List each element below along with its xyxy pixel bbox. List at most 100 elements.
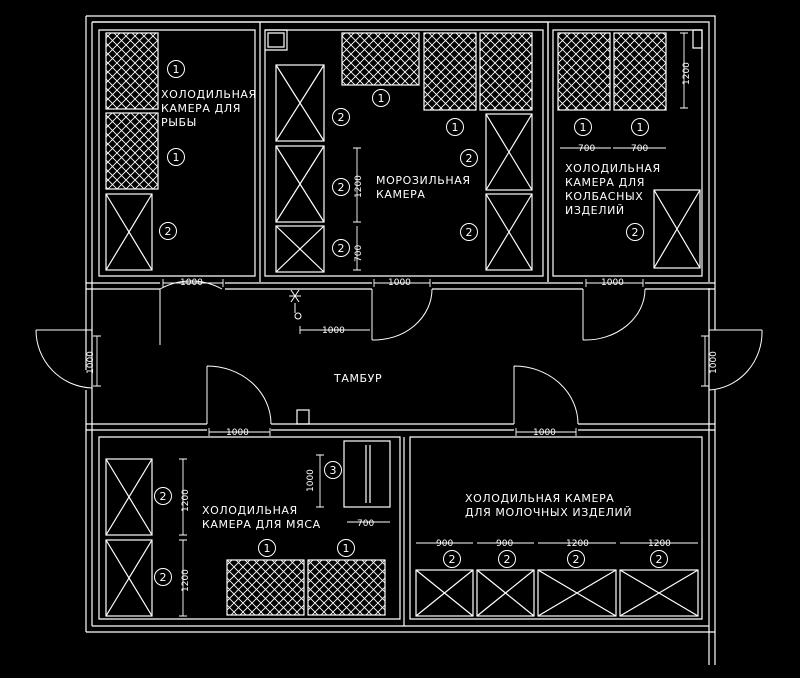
dim-dairy-1200b: 1200 xyxy=(648,539,671,549)
shelf-meat-2 xyxy=(307,559,386,616)
dim-dairy-900a: 900 xyxy=(436,539,453,549)
corner-columns xyxy=(265,29,703,51)
shelf-freezer-top-1 xyxy=(341,32,420,86)
mark-dairy-2c: 2 xyxy=(573,553,580,566)
mark-freezer-2b: 2 xyxy=(338,181,345,194)
dimension-lines xyxy=(93,32,709,617)
freezer-room-label-2: КАМЕРА xyxy=(376,188,426,201)
meat-room-label-2: КАМЕРА ДЛЯ МЯСА xyxy=(202,518,321,531)
shelf-sausage-2 xyxy=(613,32,667,111)
vestibule-right-wall xyxy=(708,323,716,430)
dairy-room-label-1: ХОЛОДИЛЬНАЯ КАМЕРА xyxy=(465,492,614,505)
mark-fish-1a: 1 xyxy=(173,63,180,76)
dim-entrance-left: 1000 xyxy=(86,351,96,374)
dim-dairy-1200a: 1200 xyxy=(566,539,589,549)
doors xyxy=(35,280,763,425)
dim-freezer-700: 700 xyxy=(354,245,364,262)
door-freezer xyxy=(371,288,433,341)
dim-dairy-900b: 900 xyxy=(496,539,513,549)
door-meat xyxy=(206,365,272,425)
dim-meat-1000: 1000 xyxy=(306,469,316,492)
shelf-freezer-top-3 xyxy=(479,32,533,111)
vestibule-walls xyxy=(86,282,715,290)
sausage-room-label-4: ИЗДЕЛИЙ xyxy=(565,204,625,217)
sausage-room-label-3: КОЛБАСНЫХ xyxy=(565,190,643,203)
cabinets-freezer-left xyxy=(275,64,325,273)
cabinets-meat xyxy=(105,458,153,617)
shelf-freezer-top-2 xyxy=(423,32,477,111)
mark-sausage-1a: 1 xyxy=(580,121,587,134)
vestibule-left-wall xyxy=(85,324,93,430)
room-labels: ХОЛОДИЛЬНАЯ КАМЕРА ДЛЯ РЫБЫ МОРОЗИЛЬНАЯ … xyxy=(161,88,661,531)
dim-vestibule-offset: 1000 xyxy=(322,326,345,336)
mark-dairy-2d: 2 xyxy=(656,553,663,566)
dim-meat-1200b: 1200 xyxy=(181,569,191,592)
outer-wall-right-top xyxy=(708,36,716,323)
mark-freezer-2e: 2 xyxy=(466,226,473,239)
mark-meat-1b: 1 xyxy=(343,542,350,555)
shelf-meat-1 xyxy=(226,559,305,616)
mark-freezer-2d: 2 xyxy=(466,152,473,165)
dim-sausage-700a: 700 xyxy=(578,144,595,154)
dim-entrance-right: 1000 xyxy=(709,351,719,374)
mark-fish-1b: 1 xyxy=(173,151,180,164)
cabinets-freezer-right xyxy=(485,113,533,271)
dim-door-sausage: 1000 xyxy=(601,278,624,288)
vestibule-bottom-wall xyxy=(86,423,715,431)
fish-room-label-2: КАМЕРА ДЛЯ xyxy=(161,102,241,115)
shelf-fish-2 xyxy=(105,112,159,190)
sausage-room-label-2: КАМЕРА ДЛЯ xyxy=(565,176,645,189)
mark-fish-2: 2 xyxy=(165,225,172,238)
door-sausage xyxy=(582,288,646,341)
shelf-sausage-1 xyxy=(557,32,611,111)
dim-meat-700: 700 xyxy=(357,519,374,529)
cabinet-sausage xyxy=(653,189,701,269)
dimension-labels: 1000 1000 1000 1000 1000 1000 1000 1000 … xyxy=(86,62,719,592)
fish-room-label-1: ХОЛОДИЛЬНАЯ xyxy=(161,88,257,101)
lower-outer-walls xyxy=(85,430,716,665)
door-fish xyxy=(159,280,223,345)
door-entrance-left xyxy=(35,329,93,389)
mark-freezer-2a: 2 xyxy=(338,111,345,124)
mark-dairy-2a: 2 xyxy=(449,553,456,566)
mark-meat-2a: 2 xyxy=(160,490,167,503)
vestibule-label: ТАМБУР xyxy=(333,372,382,385)
walls xyxy=(85,15,716,665)
shelf-fish-1 xyxy=(105,32,159,110)
door-entrance-right xyxy=(708,329,763,391)
equipment xyxy=(105,32,701,617)
dairy-room-walls xyxy=(409,436,703,620)
dim-door-freezer: 1000 xyxy=(388,278,411,288)
dim-sausage-700b: 700 xyxy=(631,144,648,154)
mark-meat-3: 3 xyxy=(330,464,337,477)
dim-meat-1200a: 1200 xyxy=(181,489,191,512)
sink-meat xyxy=(343,440,391,508)
vent-shaft xyxy=(296,409,310,425)
fish-room-label-3: РЫБЫ xyxy=(161,116,197,129)
thermometer-icon xyxy=(289,289,302,320)
dim-door-fish: 1000 xyxy=(180,278,203,288)
outer-wall-top xyxy=(85,15,716,330)
freezer-room-label-1: МОРОЗИЛЬНАЯ xyxy=(376,174,471,187)
meat-room-label-1: ХОЛОДИЛЬНАЯ xyxy=(202,504,298,517)
mark-freezer-1a: 1 xyxy=(378,92,385,105)
cabinet-fish xyxy=(105,193,153,271)
mark-sausage-2: 2 xyxy=(632,226,639,239)
door-dairy xyxy=(513,365,579,425)
sausage-room-walls xyxy=(547,22,703,282)
mark-meat-1a: 1 xyxy=(264,542,271,555)
dim-sausage-1200: 1200 xyxy=(682,62,692,85)
sausage-room-label-1: ХОЛОДИЛЬНАЯ xyxy=(565,162,661,175)
dim-freezer-1200: 1200 xyxy=(354,175,364,198)
callout-numbers: 1 1 2 1 1 2 2 2 2 2 1 1 2 2 2 1 1 3 2 2 … xyxy=(160,63,663,584)
mark-dairy-2b: 2 xyxy=(504,553,511,566)
dim-door-meat: 1000 xyxy=(226,428,249,438)
dairy-room-label-2: ДЛЯ МОЛОЧНЫХ ИЗДЕЛИЙ xyxy=(465,506,632,519)
mark-sausage-1b: 1 xyxy=(637,121,644,134)
cabinets-dairy xyxy=(415,569,699,617)
dim-door-dairy: 1000 xyxy=(533,428,556,438)
mark-freezer-1b: 1 xyxy=(452,121,459,134)
mark-meat-2b: 2 xyxy=(160,571,167,584)
mark-freezer-2c: 2 xyxy=(338,242,345,255)
